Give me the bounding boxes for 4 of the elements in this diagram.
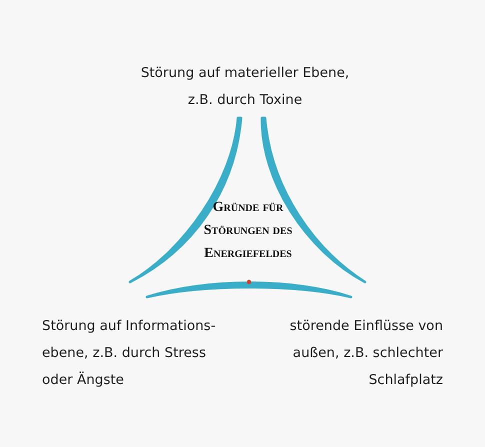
heading-text: Gründe für Störungen des Energiefeldes: [202, 199, 294, 263]
caption-text: Störung auf Informations- ebene, z.B. durch Stress oder Ängste: [42, 317, 217, 390]
caption-text: Störung auf materieller Ebene, z.B. durch Toxine: [140, 64, 350, 110]
caption-text: störende Einflüsse von außen, z.B. schlechter Schlafplatz: [288, 317, 443, 390]
